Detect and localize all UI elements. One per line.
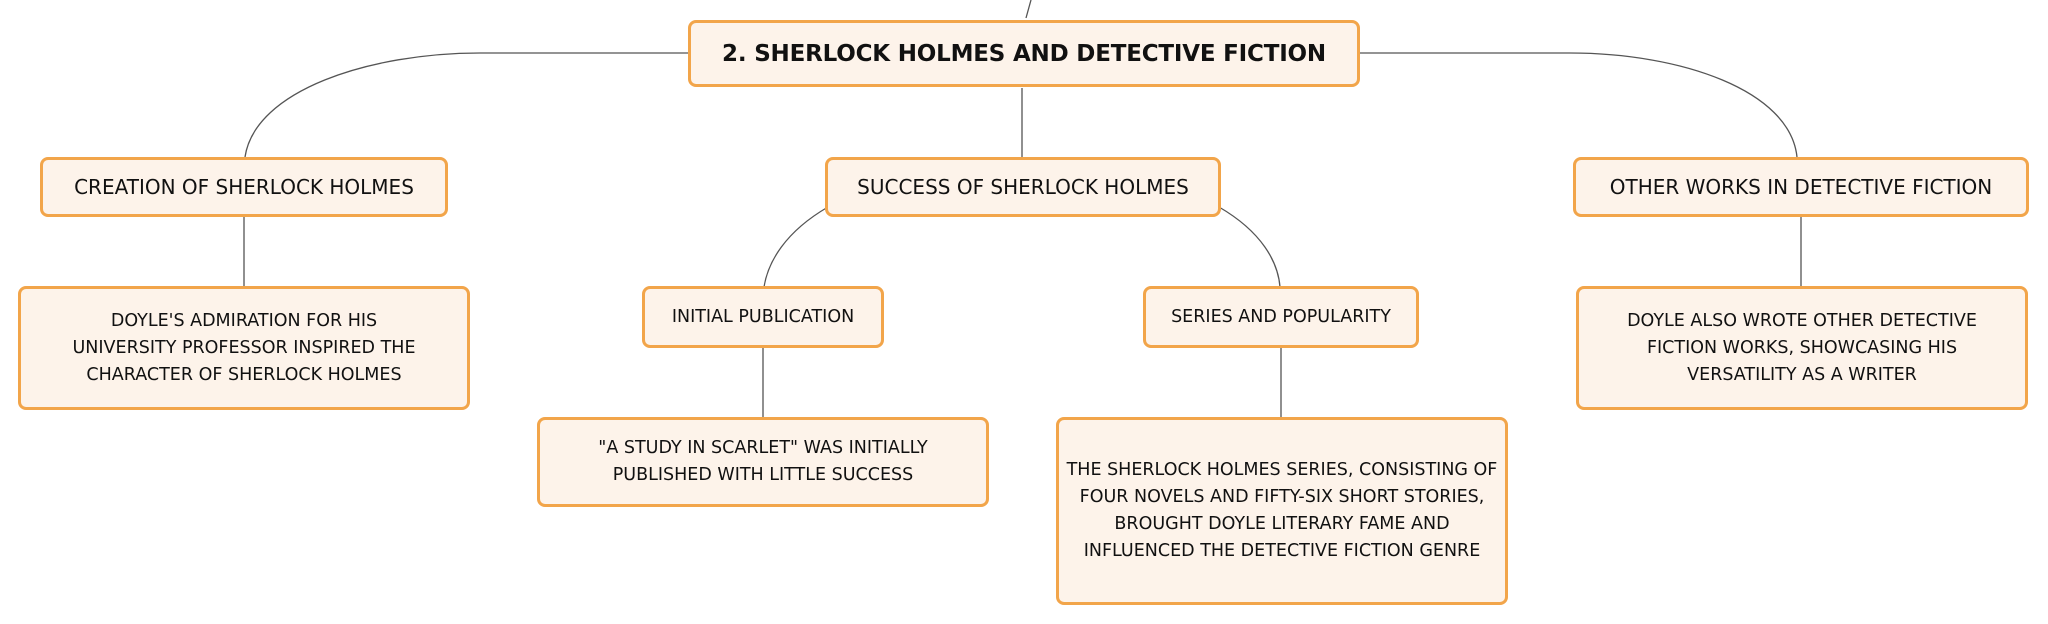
connector-root-to-creation xyxy=(244,52,689,158)
connector-success-to-series xyxy=(1218,206,1281,288)
detail-text: DOYLE'S ADMIRATION FOR HIS UNIVERSITY PR… xyxy=(72,310,416,385)
detail-other-works[interactable]: DOYLE ALSO WROTE OTHER DETECTIVE FICTION… xyxy=(1576,286,2028,410)
subtopic-label: INITIAL PUBLICATION xyxy=(671,306,855,327)
subtopic-initial-publication[interactable]: INITIAL PUBLICATION xyxy=(642,286,884,348)
topic-creation-of-sherlock-holmes[interactable]: CREATION OF SHERLOCK HOLMES xyxy=(40,157,448,217)
detail-creation[interactable]: DOYLE'S ADMIRATION FOR HIS UNIVERSITY PR… xyxy=(18,286,470,410)
detail-text: "A STUDY IN SCARLET" WAS INITIALLY PUBLI… xyxy=(598,438,928,485)
topic-label: CREATION OF SHERLOCK HOLMES xyxy=(74,175,414,199)
detail-initial-publication[interactable]: "A STUDY IN SCARLET" WAS INITIALLY PUBLI… xyxy=(537,417,989,507)
topic-success-of-sherlock-holmes[interactable]: SUCCESS OF SHERLOCK HOLMES xyxy=(825,157,1221,217)
connector-parent-to-root xyxy=(1025,0,1032,19)
topic-label: OTHER WORKS IN DETECTIVE FICTION xyxy=(1609,175,1993,199)
root-topic-label: 2. SHERLOCK HOLMES AND DETECTIVE FICTION xyxy=(722,40,1326,67)
subtopic-series-and-popularity[interactable]: SERIES AND POPULARITY xyxy=(1143,286,1419,348)
root-topic[interactable]: 2. SHERLOCK HOLMES AND DETECTIVE FICTION xyxy=(688,20,1360,87)
connector-root-to-other-works xyxy=(1358,52,1798,158)
connector-success-to-initial-publication xyxy=(763,206,829,288)
detail-series-and-popularity[interactable]: THE SHERLOCK HOLMES SERIES, CONSISTING O… xyxy=(1056,417,1508,605)
topic-label: SUCCESS OF SHERLOCK HOLMES xyxy=(857,175,1189,199)
detail-text: DOYLE ALSO WROTE OTHER DETECTIVE FICTION… xyxy=(1627,310,1977,385)
topic-other-works-in-detective-fiction[interactable]: OTHER WORKS IN DETECTIVE FICTION xyxy=(1573,157,2029,217)
subtopic-label: SERIES AND POPULARITY xyxy=(1171,306,1391,327)
detail-text: THE SHERLOCK HOLMES SERIES, CONSISTING O… xyxy=(1066,460,1498,561)
